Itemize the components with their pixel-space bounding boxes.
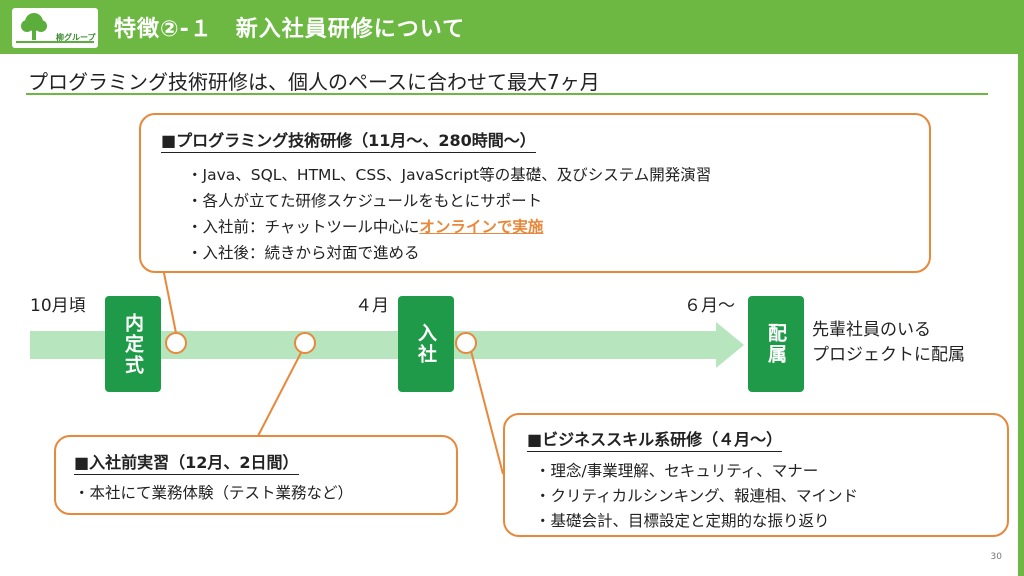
timeline-arrow xyxy=(30,322,744,368)
pre-join-training-box: ■入社前実習（12月、2日間） ・本社にて業務体験（テスト業務など） xyxy=(54,435,458,515)
milestone-haizoku: 配属 xyxy=(748,296,804,392)
timeline-dot-prejoin xyxy=(294,332,316,354)
timeline-dot-naitei xyxy=(165,332,187,354)
logo-text: 柳グループ xyxy=(56,33,96,42)
label-april: ４月 xyxy=(355,296,389,316)
right-accent-bar xyxy=(1018,54,1024,576)
milestone-nyusha: 入社 xyxy=(398,296,454,392)
business-box-title: ■ビジネススキル系研修（４月～） xyxy=(527,426,783,452)
destination-text: 先輩社員のいる プロジェクトに配属 xyxy=(812,318,965,368)
programming-item-1: ・Java、SQL、HTML、CSS、JavaScript等の基礎、及びシステム… xyxy=(187,166,712,184)
page-number: 30 xyxy=(990,552,1002,562)
milestone-haizoku-label: 配属 xyxy=(765,323,787,365)
online-highlight: オンラインで実施 xyxy=(419,218,544,236)
tree-logo-icon xyxy=(16,13,94,43)
destination-line-2: プロジェクトに配属 xyxy=(812,345,965,365)
milestone-naitei-label: 内定式 xyxy=(122,312,144,376)
subtitle: プログラミング技術研修は、個人のペースに合わせて最大7ヶ月 xyxy=(28,70,600,94)
programming-item-4: ・入社後：続きから対面で進める xyxy=(187,244,420,262)
subtitle-underline xyxy=(26,93,988,95)
header-bar: 柳グループ 特徴②-１ 新入社員研修について xyxy=(0,0,1024,54)
timeline-dot-nyusha xyxy=(455,332,477,354)
logo: 柳グループ xyxy=(12,8,98,48)
label-october: 10月頃 xyxy=(30,296,86,316)
label-june: ６月～ xyxy=(684,296,735,316)
connector-programming xyxy=(162,267,177,334)
connector-business xyxy=(469,346,504,475)
milestone-nyusha-label: 入社 xyxy=(415,323,437,365)
programming-box-title: ■プログラミング技術研修（11月～、280時間～） xyxy=(161,127,536,153)
connector-pre-join xyxy=(257,344,306,437)
pre-join-box-title: ■入社前実習（12月、2日間） xyxy=(74,449,299,475)
programming-training-box: ■プログラミング技術研修（11月～、280時間～） ・Java、SQL、HTML… xyxy=(139,113,931,273)
business-item-1: ・理念/事業理解、セキュリティ、マナー xyxy=(535,462,819,480)
destination-line-1: 先輩社員のいる xyxy=(812,320,931,340)
business-item-2: ・クリティカルシンキング、報連相、マインド xyxy=(535,487,859,505)
programming-item-3: ・入社前：チャットツール中心にオンラインで実施 xyxy=(187,215,543,237)
pre-join-item-1: ・本社にて業務体験（テスト業務など） xyxy=(74,484,354,502)
business-skill-box: ■ビジネススキル系研修（４月～） ・理念/事業理解、セキュリティ、マナー ・クリ… xyxy=(503,413,1009,537)
programming-item-2: ・各人が立てた研修スケジュールをもとにサポート xyxy=(187,192,543,210)
page-title: 特徴②-１ 新入社員研修について xyxy=(114,17,466,42)
milestone-naitei: 内定式 xyxy=(105,296,161,392)
business-item-3: ・基礎会計、目標設定と定期的な振り返り xyxy=(535,512,830,530)
programming-item-3-text: ・入社前：チャットツール中心に xyxy=(187,218,420,236)
